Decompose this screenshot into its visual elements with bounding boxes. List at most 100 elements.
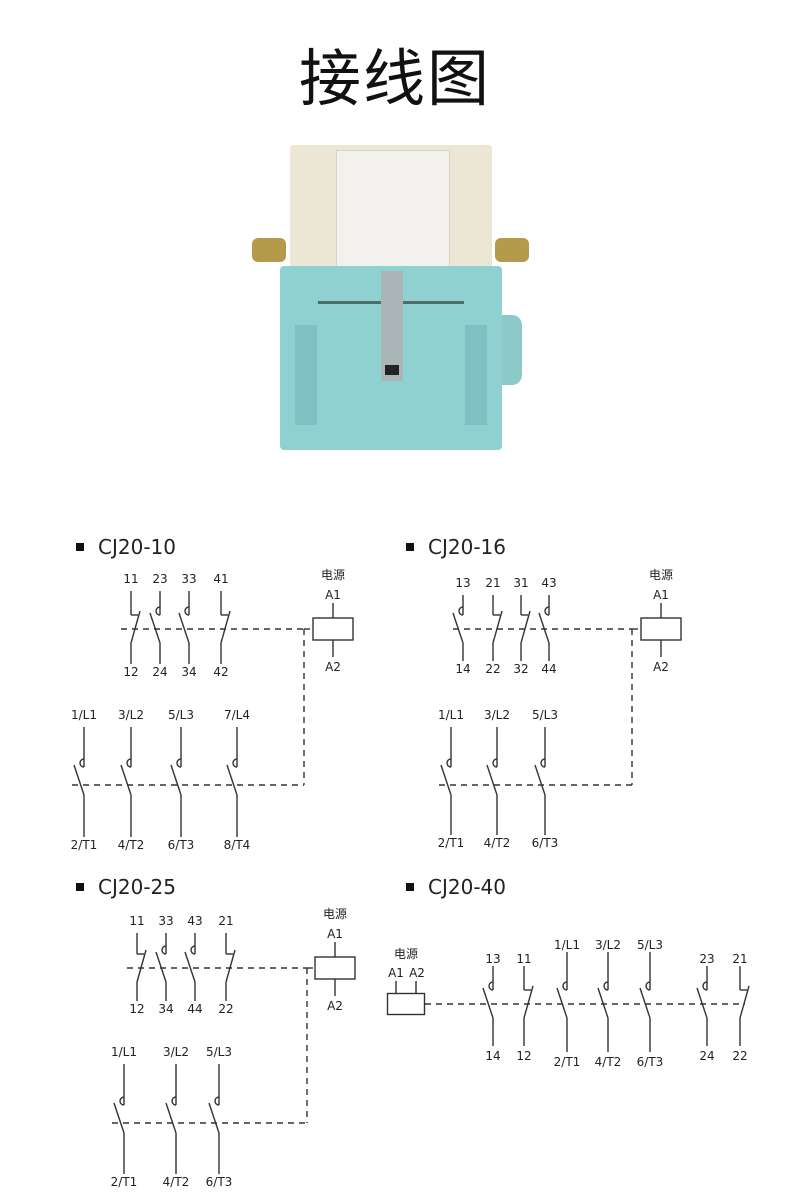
main-contact-arc xyxy=(232,758,238,768)
aux-contact-arc xyxy=(161,945,167,955)
contact-no: 13 14 xyxy=(482,952,501,1063)
terminal-label-bottom: 6/T3 xyxy=(168,838,195,852)
terminal-label-bottom: 34 xyxy=(181,665,196,679)
terminal-label-top: 33 xyxy=(158,914,173,928)
contact-blade xyxy=(486,764,498,796)
contact-blade xyxy=(597,987,609,1019)
contact-main: 7/L48/T4 xyxy=(224,708,251,852)
aux-contact-arc xyxy=(544,606,550,616)
terminal-label-bottom: 4/T2 xyxy=(484,836,511,850)
contact-blade xyxy=(165,1102,177,1134)
contact-no: 23 24 xyxy=(149,572,168,679)
terminal-label-bottom: 12 xyxy=(129,1002,144,1016)
contact-no: 33 34 xyxy=(155,914,174,1016)
terminal-label-top: 33 xyxy=(181,572,196,586)
terminal-label-bottom: 12 xyxy=(516,1049,531,1063)
contact-blade xyxy=(120,764,132,796)
aux-contact-arc xyxy=(458,606,464,616)
terminal-label-bottom: 4/T2 xyxy=(595,1055,622,1069)
terminal-label-top: 5/L3 xyxy=(206,1045,232,1059)
contact-cover xyxy=(336,150,450,272)
contact-blade xyxy=(452,612,464,644)
terminal-label-bottom: 24 xyxy=(699,1049,714,1063)
bullet-icon xyxy=(76,543,84,551)
terminal-label-bottom: 4/T2 xyxy=(163,1175,190,1189)
terminal-label-top: 5/L3 xyxy=(637,938,663,952)
terminal-label-bottom: 2/T1 xyxy=(111,1175,138,1189)
coil-box xyxy=(312,617,354,641)
contact-blade xyxy=(73,764,85,796)
page-title: 接线图 xyxy=(298,42,491,115)
terminal-label-top: 3/L2 xyxy=(118,708,144,722)
terminal-label-top: 3/L2 xyxy=(595,938,621,952)
terminal-label-bottom: 14 xyxy=(485,1049,500,1063)
terminal-label-top: 31 xyxy=(513,576,528,590)
terminal-label-top: 5/L3 xyxy=(532,708,558,722)
diagram-heading: CJ20-16 xyxy=(406,535,506,559)
terminal-label-top: 43 xyxy=(541,576,556,590)
contact-blade xyxy=(208,1102,220,1134)
contact-main: 3/L24/T2 xyxy=(484,708,511,850)
terminal-label-top: 1/L1 xyxy=(71,708,97,722)
contact-main: 5/L3 6/T3 xyxy=(168,708,195,852)
terminal-label-top: 23 xyxy=(152,572,167,586)
contact-main: 5/L3 6/T3 xyxy=(206,1045,233,1189)
contact-blade xyxy=(520,610,531,644)
main-contact-arc xyxy=(603,981,609,991)
contact-blade xyxy=(639,987,651,1019)
coil-terminal-a2: A2 xyxy=(325,660,341,674)
contact-blade xyxy=(155,951,167,983)
contact-blade xyxy=(739,985,750,1019)
aux-contact-arc xyxy=(184,606,190,616)
terminal-label-top: 5/L3 xyxy=(168,708,194,722)
contact-main: 1/L12/T1 xyxy=(71,708,98,852)
contact-blade xyxy=(220,610,231,644)
main-contact-arc xyxy=(171,1096,177,1106)
terminal-label-top: 11 xyxy=(123,572,138,586)
terminal-label-bottom: 24 xyxy=(152,665,167,679)
diagram-name: CJ20-25 xyxy=(98,875,176,899)
coil-terminal-a1: A1 xyxy=(653,588,669,602)
contact-blade xyxy=(226,764,238,796)
main-contact-arc xyxy=(214,1096,220,1106)
terminal-label-bottom: 22 xyxy=(732,1049,747,1063)
coil-terminal-a2: A2 xyxy=(327,999,343,1013)
terminal-label-bottom: 12 xyxy=(123,665,138,679)
terminal-label-bottom: 8/T4 xyxy=(224,838,251,852)
contact-main: 1/L12/T1 xyxy=(554,938,581,1069)
coil-terminal-a2: A2 xyxy=(409,966,425,980)
terminal-label-bottom: 34 xyxy=(158,1002,173,1016)
terminal-left xyxy=(252,238,286,262)
body-rib-left xyxy=(295,325,317,425)
contact-blade xyxy=(492,610,503,644)
terminal-label-top: 41 xyxy=(213,572,228,586)
coil-box xyxy=(314,956,356,980)
aux-contact-arc xyxy=(190,945,196,955)
power-label: 电源 xyxy=(394,947,418,961)
coil-box xyxy=(386,992,426,1016)
coil-terminal-a2: A2 xyxy=(653,660,669,674)
terminal-label-top: 13 xyxy=(485,952,500,966)
terminal-label-top: 1/L1 xyxy=(111,1045,137,1059)
main-contact-arc xyxy=(126,758,132,768)
contact-main: 1/L1 2/T1 xyxy=(111,1045,138,1189)
contact-main: 1/L12/T1 xyxy=(438,708,465,850)
diagram-heading: CJ20-10 xyxy=(76,535,176,559)
side-block xyxy=(500,315,522,385)
terminal-label-bottom: 22 xyxy=(218,1002,233,1016)
contact-blade xyxy=(178,612,190,644)
terminal-label-top: 21 xyxy=(218,914,233,928)
aux-contact-arc xyxy=(702,981,708,991)
aux-contact-arc xyxy=(488,981,494,991)
terminal-label-bottom: 2/T1 xyxy=(438,836,465,850)
terminal-label-bottom: 6/T3 xyxy=(206,1175,233,1189)
